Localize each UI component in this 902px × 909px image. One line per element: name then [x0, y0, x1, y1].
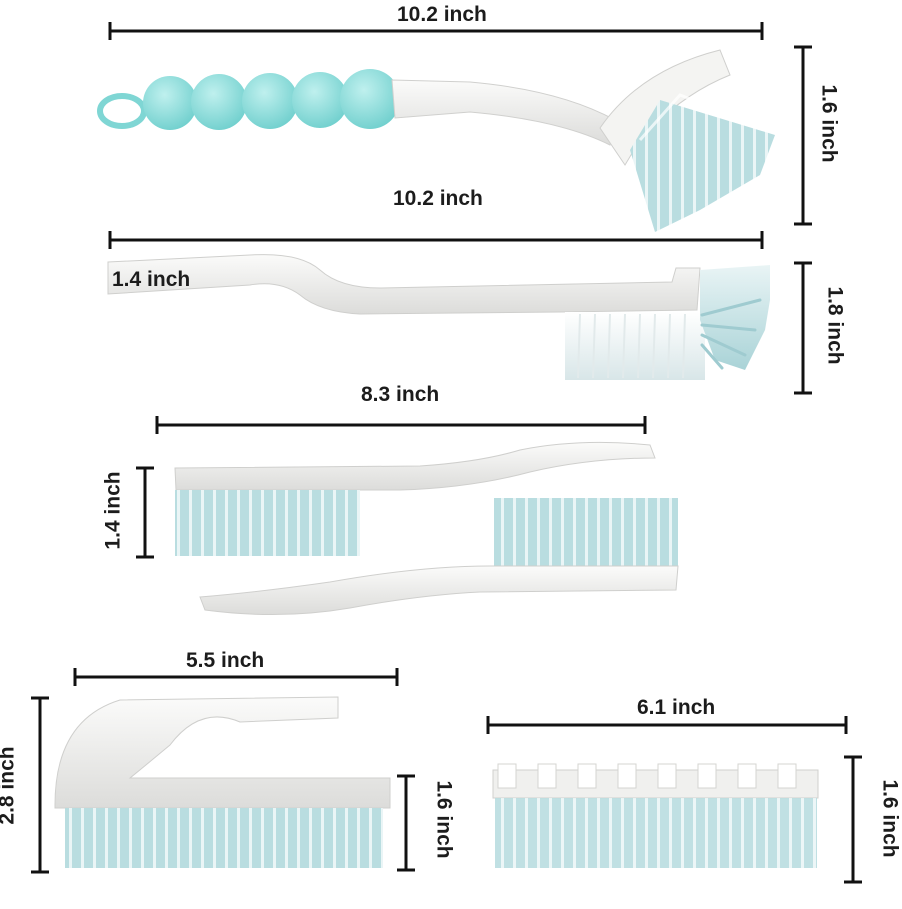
crevice-brush-bottom	[199, 498, 679, 616]
grip-bead	[242, 73, 298, 129]
dish-brush	[97, 49, 775, 232]
corner-brush-length-label: 10.2 inch	[393, 187, 483, 210]
grip-bead	[292, 72, 348, 128]
dish-brush-height-label: 1.6 inch	[817, 84, 841, 163]
dimension-lines	[31, 22, 862, 884]
corner-brush-height-label: 1.8 inch	[823, 286, 847, 365]
corner-brush	[107, 254, 770, 380]
dish-brush-length-label: 10.2 inch	[397, 3, 487, 26]
grip-bead	[340, 69, 400, 129]
scrub-brush-length-label: 5.5 inch	[186, 649, 265, 672]
scrub-brush-total-height-label: 2.8 inch	[0, 746, 19, 825]
grip-bead	[191, 74, 247, 130]
grip-bead	[143, 76, 197, 130]
scrub-brush	[54, 696, 391, 868]
crevice-brush-length-label: 8.3 inch	[361, 383, 440, 406]
crevice-brush-height-label: 1.4 inch	[101, 471, 125, 550]
corner-brush-handle-width-label: 1.4 inch	[112, 268, 191, 291]
curved-brush	[492, 763, 819, 868]
crevice-brush-top	[174, 441, 656, 556]
curved-brush-length-label: 6.1 inch	[637, 696, 716, 719]
scrub-brush-body-height-label: 1.6 inch	[432, 780, 456, 859]
curved-brush-height-label: 1.6 inch	[878, 779, 902, 858]
